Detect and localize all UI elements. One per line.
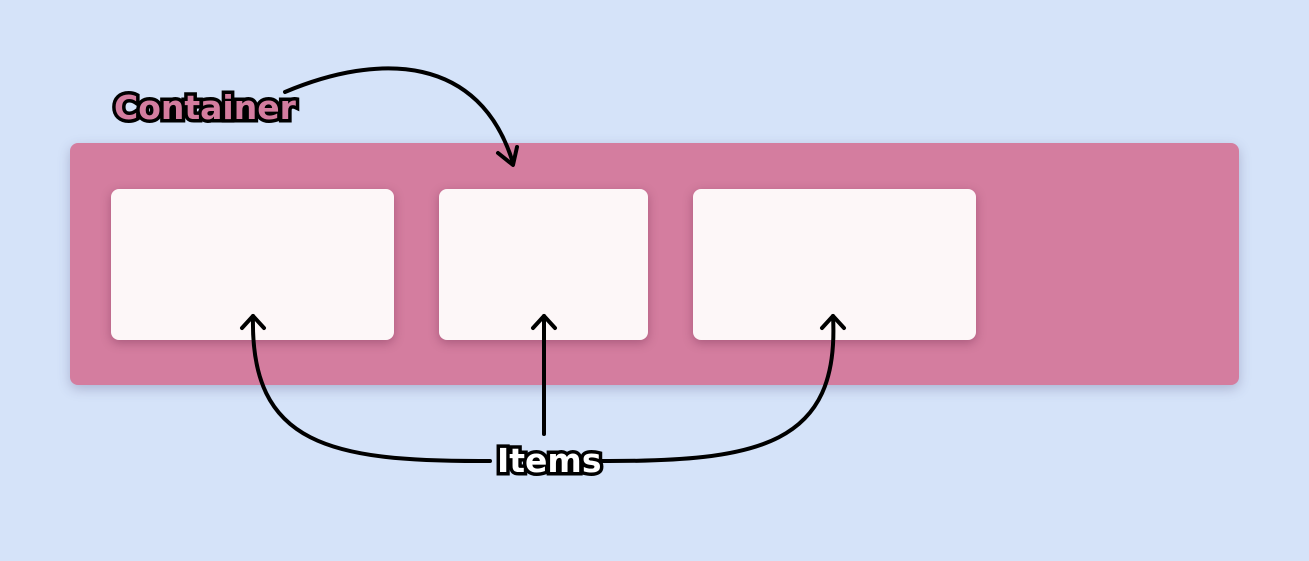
items-label: Items (493, 441, 605, 481)
item-2-arrow (531, 314, 557, 436)
item-1-arrow (240, 314, 492, 464)
item-3-arrow (596, 314, 846, 464)
container-arrow (283, 66, 519, 167)
flex-container (70, 143, 1239, 385)
container-label: Container (111, 88, 300, 128)
